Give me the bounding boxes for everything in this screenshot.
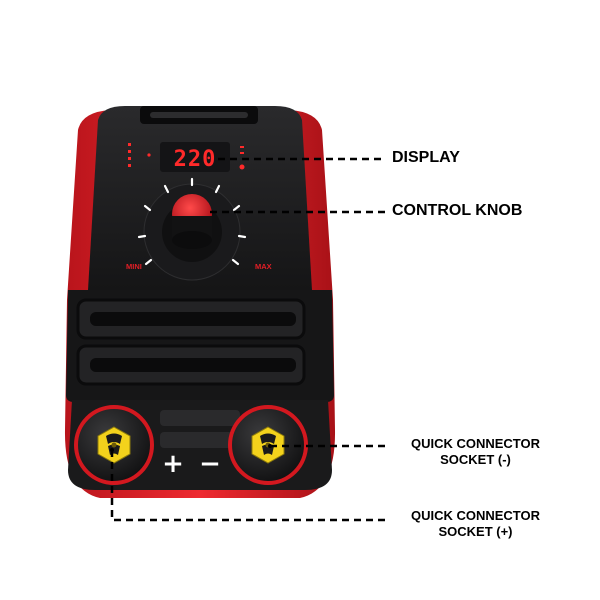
plus-symbol: +	[162, 449, 184, 479]
callout-socket-negative-line1: QUICK CONNECTOR	[410, 436, 541, 451]
minus-symbol: −	[199, 449, 221, 479]
knob-max-label: MAX	[255, 262, 272, 271]
knob-scale-ticks	[137, 177, 247, 266]
callout-control-knob: CONTROL KNOB	[392, 202, 523, 219]
display-panel: 220	[128, 142, 245, 172]
knob-min-label: MINI	[126, 262, 142, 271]
callout-leader-lines	[110, 157, 385, 522]
control-knob-assembly: MINI MAX	[126, 177, 272, 281]
callout-socket-positive-line1: QUICK CONNECTOR	[410, 508, 541, 523]
front-vent-grille	[66, 290, 334, 402]
callout-socket-positive-line2: SOCKET (+)	[438, 524, 513, 539]
callout-socket-positive: QUICK CONNECTOR SOCKET (+)	[393, 508, 558, 540]
callout-socket-negative-line2: SOCKET (-)	[440, 452, 511, 467]
callout-display: DISPLAY	[392, 149, 460, 166]
callout-socket-negative: QUICK CONNECTOR SOCKET (-)	[393, 436, 558, 468]
socket-positive[interactable]	[74, 405, 154, 485]
mode-indicator-leds	[128, 143, 245, 170]
display-readout: 220	[174, 147, 217, 172]
